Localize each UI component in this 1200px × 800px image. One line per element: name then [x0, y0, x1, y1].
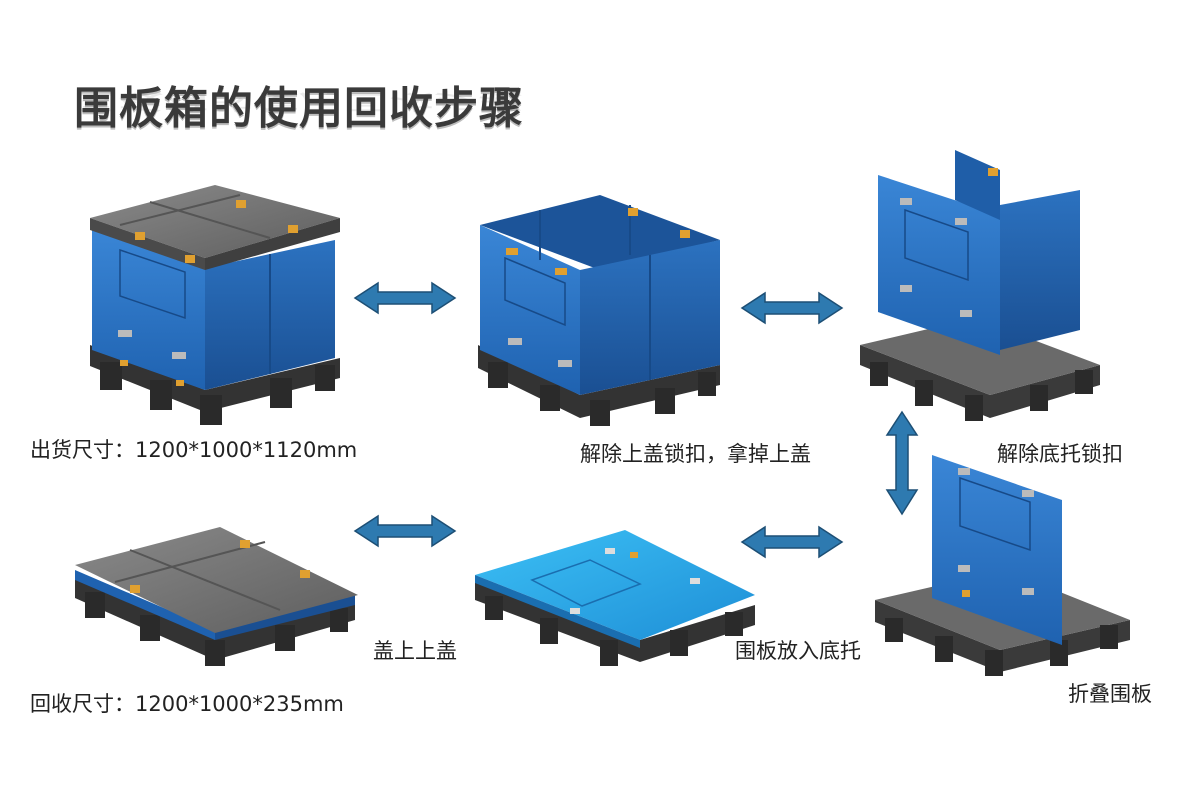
return-size-label: 回收尺寸：1200*1000*235mm	[30, 692, 344, 716]
step-cover-label: 盖上上盖	[373, 639, 457, 663]
open-box-illustration	[478, 195, 720, 426]
double-arrow-3	[740, 525, 844, 559]
double-arrow-2	[740, 291, 844, 325]
collapsed-box-illustration	[75, 527, 358, 666]
step-unlock-base-label: 解除底托锁扣	[997, 442, 1123, 466]
page-title: 围板箱的使用回收步骤	[74, 83, 524, 134]
double-arrow-1	[353, 281, 457, 315]
step-insert-label: 围板放入底托	[735, 639, 861, 663]
double-arrow-vertical	[885, 410, 919, 516]
unlock-base-illustration	[860, 150, 1100, 421]
fold-walls-illustration	[875, 455, 1130, 676]
walls-in-base-illustration	[475, 530, 755, 666]
double-arrow-4	[353, 514, 457, 548]
ship-size-label: 出货尺寸：1200*1000*1120mm	[30, 438, 358, 462]
step-fold-label: 折叠围板	[1068, 682, 1152, 706]
step-remove-lid-label: 解除上盖锁扣，拿掉上盖	[580, 442, 811, 466]
assembled-box-illustration	[90, 185, 340, 425]
